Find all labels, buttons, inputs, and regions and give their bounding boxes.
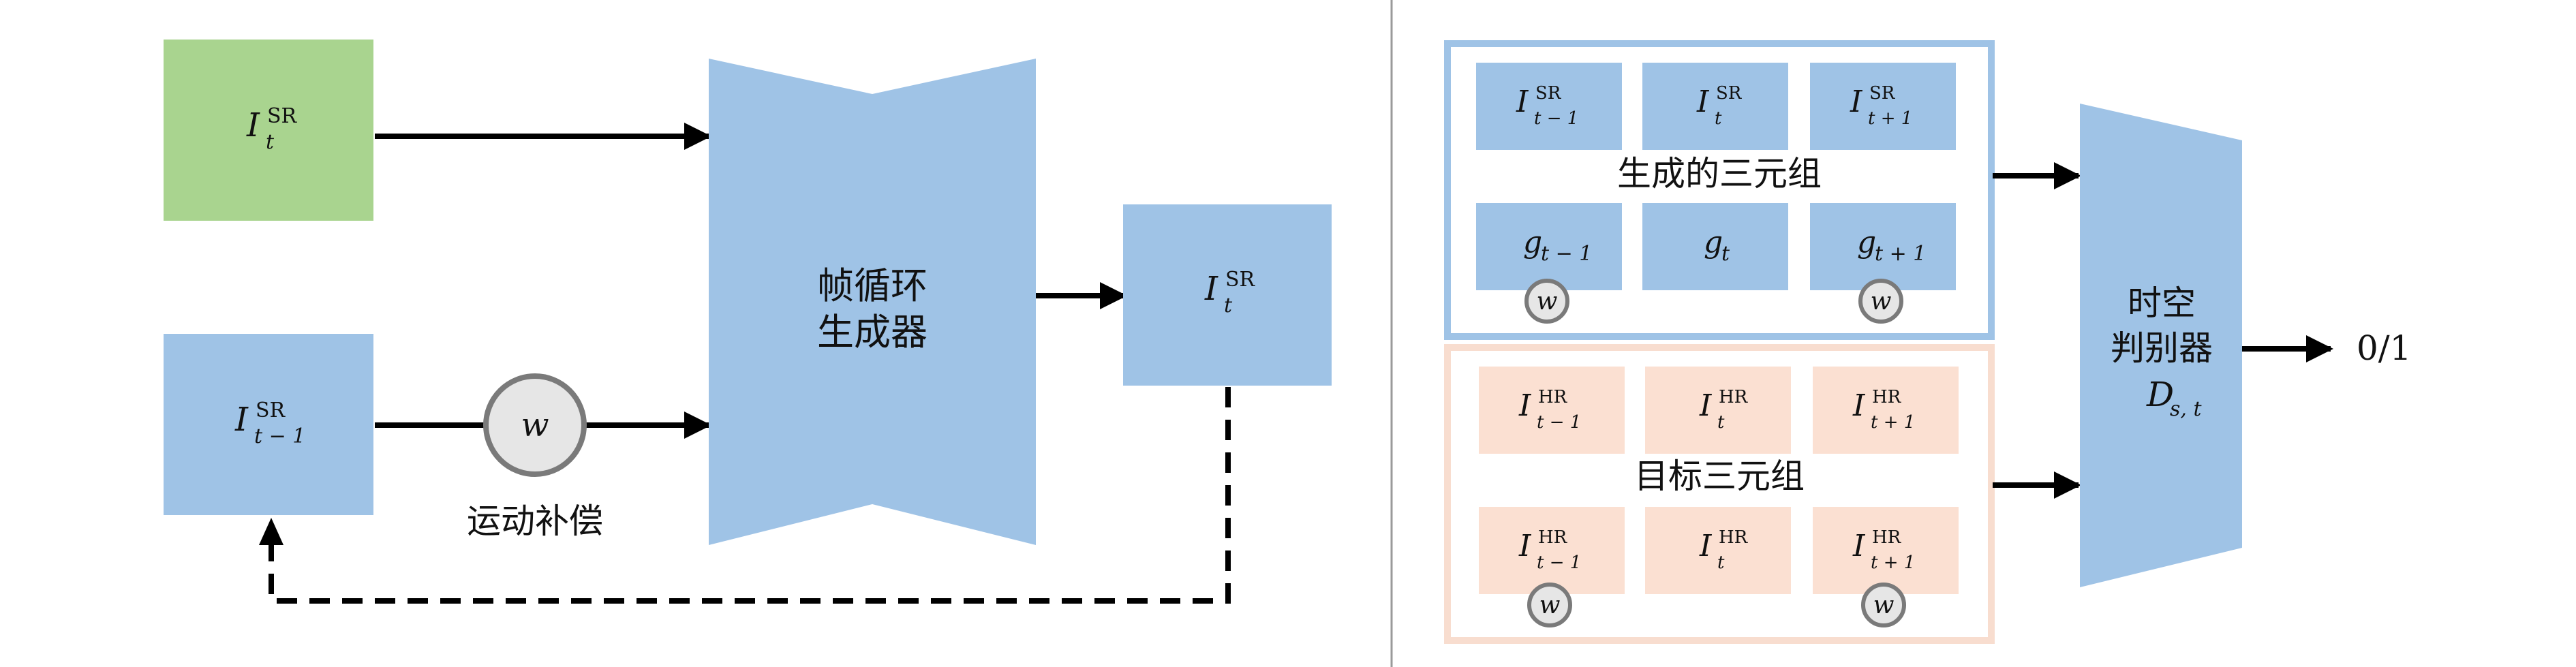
feedback-loop-dashed [269, 387, 1231, 604]
cell-symbol: I [1518, 388, 1532, 423]
target-warp-circle-1: w [1527, 583, 1572, 627]
cell-sup: HR [1872, 527, 1902, 548]
cell-symbol: I [1699, 388, 1713, 423]
discriminator-output: 0/1 [2357, 328, 2411, 368]
frame-recurrent-generator: 帧循环 生成器 [709, 59, 1036, 545]
cell-symbol: I [1852, 388, 1866, 423]
generated-bottom-cell-3: g t + 1 [1810, 203, 1956, 290]
cell-sub: t + 1 [1875, 242, 1926, 266]
generator-label-line1: 帧循环 [817, 264, 927, 307]
current-frame-sub: t [266, 130, 275, 154]
generator-label-line2: 生成器 [817, 311, 927, 354]
generated-top-cell-3: I SR t + 1 [1810, 63, 1956, 150]
cell-sub: t [1717, 553, 1725, 573]
previous-frame-symbol: I [234, 401, 249, 439]
target-top-cell-3: I HR t + 1 [1813, 367, 1959, 454]
cell-sup: HR [1538, 387, 1568, 407]
cell-symbol: I [1516, 84, 1529, 119]
generated-warp-circle-1: w [1524, 279, 1569, 324]
discriminator-symbol: D [2146, 375, 2174, 414]
generated-bottom-cell-2: g t [1642, 203, 1788, 290]
output-frame-sup: SR [1225, 268, 1256, 292]
current-frame-sup: SR [267, 104, 298, 128]
generated-triplet-label: 生成的三元组 [1617, 154, 1822, 193]
cell-symbol: g [1523, 225, 1542, 260]
spatio-temporal-discriminator: 时空 判别器 D s, t [2080, 104, 2242, 587]
warp-symbol: w [521, 406, 549, 444]
target-bottom-cell-2: I HR t [1645, 507, 1791, 594]
cell-sup: HR [1719, 387, 1749, 407]
cell-sub: t [1715, 108, 1722, 129]
target-bottom-cell-1: I HR t − 1 [1479, 507, 1625, 594]
cell-sub: t + 1 [1871, 553, 1915, 573]
current-frame-box: I SR t [164, 40, 373, 221]
generated-triplet-group: I SR t − 1 I SR t I SR t + 1 生成的三元组 g t … [1444, 40, 1995, 340]
feedback-arrowhead [259, 518, 283, 545]
cell-sup: HR [1719, 527, 1749, 548]
cell-symbol: I [1852, 529, 1866, 563]
cell-sub: t − 1 [1541, 242, 1592, 266]
cell-sub: t [1721, 242, 1730, 266]
cell-symbol: I [1699, 529, 1713, 563]
warp-symbol: w [1873, 591, 1895, 619]
warp-symbol: w [1871, 288, 1892, 315]
cell-sub: t − 1 [1537, 412, 1581, 433]
cell-sub: t [1717, 412, 1725, 433]
output-frame-symbol: I [1204, 270, 1218, 308]
cell-symbol: g [1704, 225, 1723, 260]
cell-sup: SR [1535, 83, 1562, 104]
generated-top-cell-2: I SR t [1642, 63, 1788, 150]
generated-top-cell-1: I SR t − 1 [1476, 63, 1622, 150]
cell-symbol: I [1518, 529, 1532, 563]
target-warp-circle-2: w [1861, 583, 1906, 627]
target-top-cell-1: I HR t − 1 [1479, 367, 1625, 454]
warp-label: 运动补偿 [467, 501, 603, 541]
cell-sub: t − 1 [1534, 108, 1578, 129]
cell-sup: SR [1716, 83, 1743, 104]
target-triplet-label: 目标三元组 [1634, 456, 1805, 496]
cell-symbol: I [1850, 84, 1863, 119]
warp-circle: w [483, 373, 587, 477]
target-bottom-cell-3: I HR t + 1 [1813, 507, 1959, 594]
generated-warp-circle-2: w [1858, 279, 1903, 324]
cell-sub: t + 1 [1871, 412, 1915, 433]
previous-frame-sub: t − 1 [254, 424, 305, 448]
generated-bottom-cell-1: g t − 1 [1476, 203, 1622, 290]
current-frame-symbol: I [246, 106, 260, 144]
discriminator-label-line2: 判别器 [2111, 328, 2213, 368]
target-top-cell-2: I HR t [1645, 367, 1791, 454]
discriminator-sub: s, t [2170, 397, 2202, 421]
warp-symbol: w [1537, 288, 1558, 315]
target-triplet-group: I HR t − 1 I HR t I HR t + 1 目标三元组 I HR … [1444, 344, 1995, 644]
cell-symbol: I [1696, 84, 1710, 119]
cell-sup: HR [1538, 527, 1568, 548]
cell-sup: SR [1869, 83, 1896, 104]
cell-symbol: g [1857, 225, 1876, 260]
warp-symbol: w [1539, 591, 1561, 619]
output-frame-box: I SR t [1123, 204, 1332, 386]
previous-frame-box: I SR t − 1 [164, 334, 373, 515]
cell-sup: HR [1872, 387, 1902, 407]
output-frame-sub: t [1224, 294, 1233, 317]
discriminator-label-line1: 时空 [2128, 283, 2196, 323]
cell-sub: t + 1 [1868, 108, 1912, 129]
previous-frame-sup: SR [256, 399, 286, 422]
cell-sub: t − 1 [1537, 553, 1581, 573]
